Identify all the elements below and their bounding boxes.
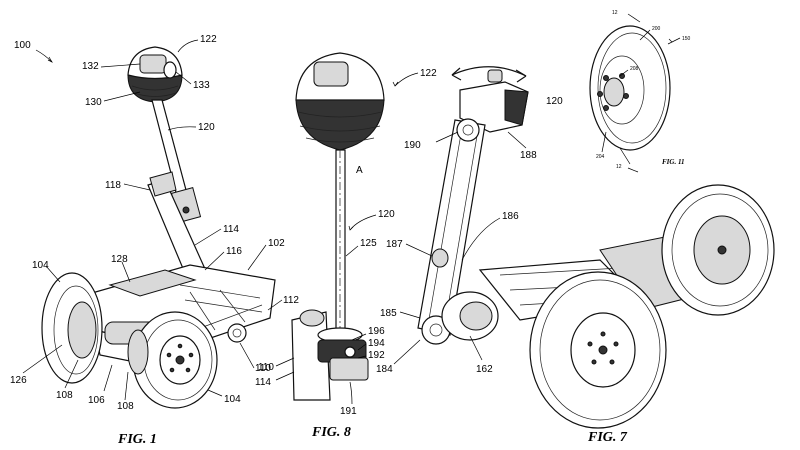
fig7-ref-186: 186	[502, 211, 519, 222]
fig7-ref-162: 162	[476, 364, 493, 375]
fig11-wheel	[589, 25, 671, 151]
fig8-ref-192: 192	[368, 350, 385, 361]
fig7-drawing: 120 190 188 186 187 185 184 162 FIG. 7	[376, 66, 775, 445]
fig1-ref-110: 110	[255, 363, 271, 374]
fig1-wheel-rear	[127, 329, 149, 375]
fig8-ref-191: 191	[340, 406, 357, 417]
fig11-ref-12b: 12	[616, 164, 622, 170]
fig1-ref-118: 118	[105, 180, 121, 191]
fig8-ref-125: 125	[360, 238, 377, 249]
fig7-top-motor	[459, 69, 529, 133]
fig1-drawing: 100 122 132 133 130 120 118 114 116 102 …	[10, 34, 299, 447]
fig7-wheel-rear	[661, 184, 775, 316]
fig1-ref-132: 132	[82, 61, 99, 72]
fig8-drawing: 122 A 120 125 196 194 192 114 110 191 FI…	[255, 52, 437, 440]
fig8-ref-122: 122	[420, 68, 437, 79]
fig1-ref-133: 133	[193, 80, 210, 91]
fig8-leader-lines	[275, 72, 419, 405]
fig1-ref-100: 100	[14, 40, 31, 51]
fig1-ref-108a: 108	[56, 390, 73, 401]
fig7-rotation-arrow	[451, 66, 527, 77]
fig1-ref-102: 102	[268, 238, 285, 249]
fig8-base-mechanism	[291, 309, 369, 401]
fig8-camera-head	[295, 52, 385, 151]
fig11-ref-12a: 12	[612, 10, 618, 16]
fig8-ref-120: 120	[378, 209, 395, 220]
fig1-ref-104a: 104	[32, 260, 49, 271]
fig1-ref-114: 114	[223, 224, 239, 235]
fig1-ref-128: 128	[111, 254, 128, 265]
fig1-ref-106: 106	[88, 395, 105, 406]
fig1-ref-122: 122	[200, 34, 217, 45]
fig8-ref-194: 194	[368, 338, 385, 349]
fig11-ref-208: 208	[630, 66, 639, 72]
fig8-ref-110: 110	[258, 362, 274, 373]
fig8-ref-196: 196	[368, 326, 385, 337]
fig1-ref-130: 130	[85, 97, 102, 108]
fig1-ref-104b: 104	[224, 394, 241, 405]
fig1-wheel-left	[41, 272, 103, 384]
fig7-caption: FIG. 7	[587, 430, 628, 445]
fig1-ref-120: 120	[198, 122, 215, 133]
fig1-ref-112: 112	[283, 295, 299, 306]
fig1-camera-head	[127, 46, 183, 103]
fig11-ref-200: 200	[652, 26, 661, 32]
fig7-ref-188: 188	[520, 150, 537, 161]
fig11-leader-lines	[601, 13, 681, 173]
fig8-mast	[335, 149, 346, 331]
fig7-ref-184: 184	[376, 364, 393, 375]
fig7-ref-120: 120	[546, 96, 563, 107]
fig1-leader-lines	[22, 39, 283, 401]
fig1-ref-116: 116	[226, 246, 242, 257]
fig7-ref-185: 185	[380, 308, 397, 319]
fig1-ref-126: 126	[10, 375, 27, 386]
fig1-wheel-right	[132, 311, 218, 409]
fig11-ref-150: 150	[682, 36, 691, 42]
fig8-ref-A: A	[356, 165, 363, 176]
fig8-caption: FIG. 8	[311, 425, 351, 440]
fig8-ref-114: 114	[255, 377, 271, 388]
fig11-caption: FIG. 11	[662, 158, 685, 166]
fig1-caption: FIG. 1	[117, 432, 157, 447]
fig7-leader-lines	[393, 131, 527, 365]
fig11-drawing: 12 200 150 208 204 12 FIG. 11	[589, 10, 691, 173]
fig7-ref-190: 190	[404, 140, 421, 151]
fig1-ref-108b: 108	[117, 401, 134, 412]
fig7-wheel-front	[529, 271, 667, 429]
fig7-ref-187: 187	[386, 239, 403, 250]
fig11-ref-204: 204	[596, 154, 605, 160]
